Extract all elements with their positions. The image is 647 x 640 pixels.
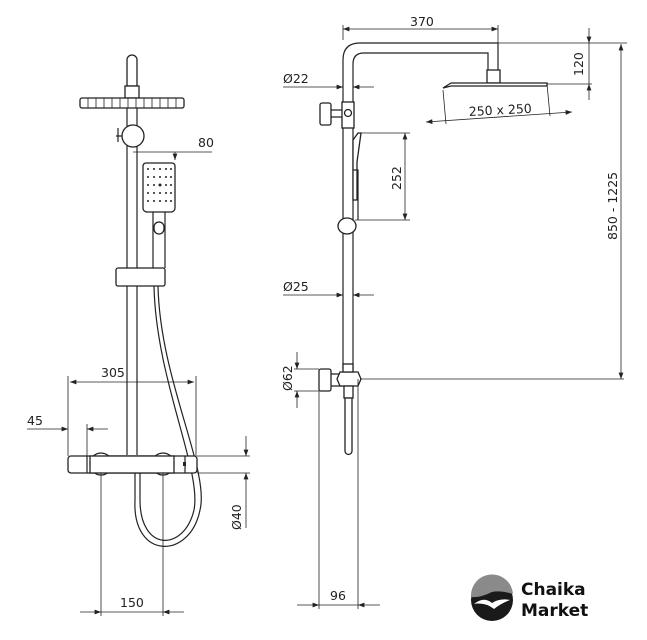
front-view: 80 305 45 Ø40 150	[27, 54, 250, 616]
dim-mixer-end: 45	[27, 413, 43, 428]
logo-text-line2: Market	[521, 601, 588, 621]
diverter-knob-side	[319, 102, 332, 126]
diverter-lever	[116, 128, 122, 142]
head-connector-side	[486, 69, 501, 84]
overhead-shower-head-side	[442, 82, 548, 89]
side-view: 370 120 250 x 250 Ø22 252 850 - 1225 Ø25…	[280, 14, 627, 609]
diverter-knob	[121, 124, 145, 148]
thermostatic-mixer	[67, 452, 198, 476]
shower-hose	[134, 285, 202, 547]
overhead-shower-head-front	[79, 97, 185, 109]
dim-head-drop: 120	[571, 52, 586, 76]
chaika-market-logo: Chaika Market	[470, 574, 588, 621]
dim-top-pipe: Ø22	[283, 71, 309, 86]
connection-knob-side	[318, 368, 332, 392]
dim-escutcheon: Ø62	[280, 365, 295, 391]
top-nub	[126, 54, 138, 87]
hand-shower-side	[352, 132, 362, 201]
slider-side	[337, 217, 357, 235]
dim-wall-offset: 96	[330, 588, 346, 603]
dim-inlet-spacing: 150	[120, 595, 144, 610]
hand-shower-front	[142, 162, 176, 268]
outlet-pipe	[344, 397, 353, 456]
dim-hand-shower-length: 252	[389, 166, 404, 190]
dim-bottom-pipe: Ø25	[283, 279, 309, 294]
dim-hand-shower-offset: 80	[198, 135, 214, 150]
dim-mixer-diameter: Ø40	[229, 504, 244, 530]
slide-bar-holder	[115, 267, 166, 287]
dim-head-size: 250 x 250	[468, 101, 532, 119]
shower-arm	[342, 42, 499, 369]
dim-riser-height: 850 - 1225	[605, 172, 620, 240]
head-connector	[124, 85, 140, 99]
dim-arm-reach: 370	[410, 14, 434, 29]
dim-mixer-width: 305	[101, 365, 125, 380]
logo-text-line1: Chaika	[521, 580, 586, 600]
bottom-valve	[336, 371, 362, 387]
